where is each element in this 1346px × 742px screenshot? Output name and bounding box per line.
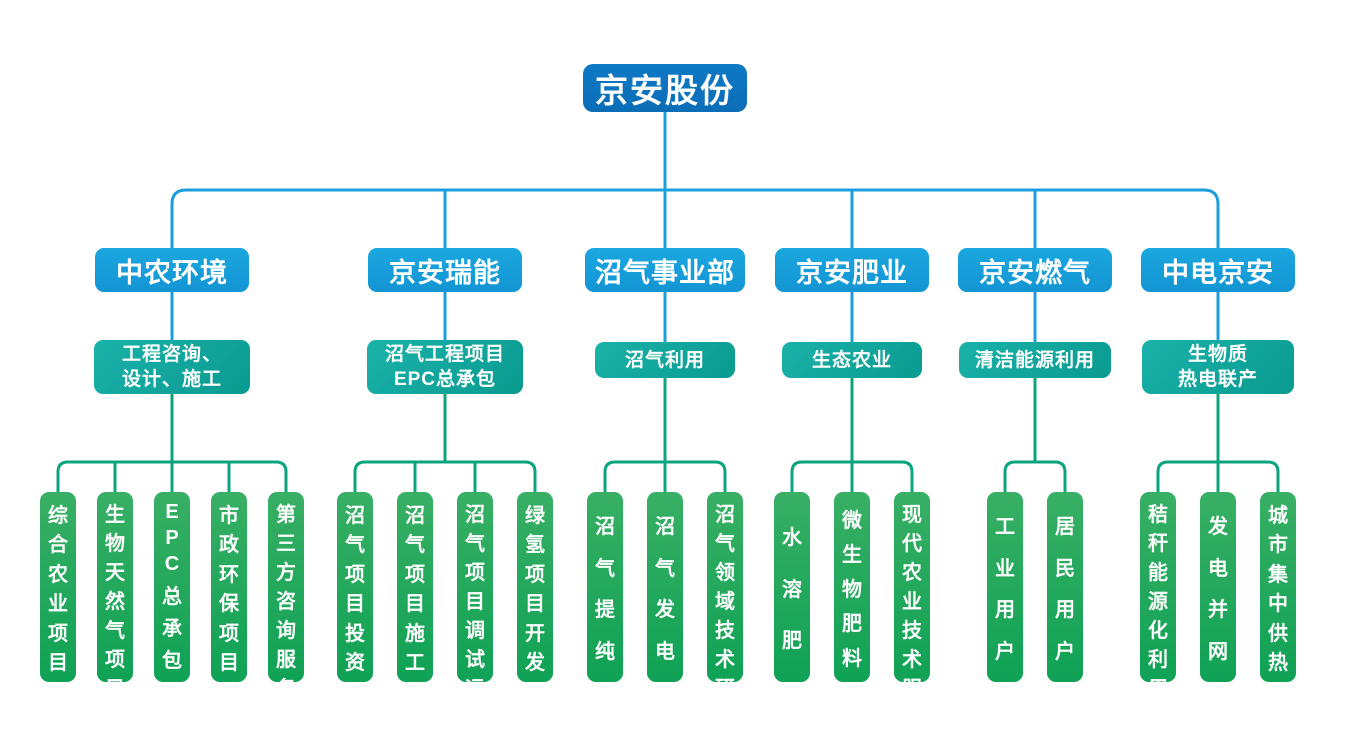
business-box: 市政环保项目 <box>211 492 247 682</box>
business-label: 现代农业技术服务 <box>902 504 922 729</box>
business-box: 沼气提纯 <box>587 492 623 682</box>
business-box: 发电并网 <box>1200 492 1236 682</box>
business-box: 城市集中供热 <box>1260 492 1296 682</box>
division-box-1: 中农环境 <box>95 248 249 292</box>
business-label: 综合农业项目 <box>48 504 68 675</box>
business-box: 第三方咨询服务 <box>268 492 304 700</box>
business-box: 秸秆能源化利用 <box>1140 492 1176 700</box>
business-label: 市政环保项目 <box>219 504 239 675</box>
business-label: 秸秆能源化利用 <box>1148 504 1168 700</box>
scope-box-5: 清洁能源利用 <box>959 342 1111 378</box>
business-box: 居民用户 <box>1047 492 1083 682</box>
business-box: 生物天然气项目 <box>97 492 133 700</box>
business-box: 沼气项目调试运营 <box>457 492 493 729</box>
business-label: 微生物肥料 <box>842 509 862 670</box>
business-label: 沼气项目投资 <box>345 504 365 675</box>
business-label: 第三方咨询服务 <box>276 504 296 700</box>
business-label: 发电并网 <box>1208 516 1228 663</box>
scope-box-2: 沼气工程项目 EPC总承包 <box>367 340 523 394</box>
business-label: 工业用户 <box>995 516 1015 663</box>
scope-box-6: 生物质 热电联产 <box>1142 340 1294 394</box>
business-box: 沼气项目施工 <box>397 492 433 682</box>
division-box-5: 京安燃气 <box>958 248 1112 292</box>
business-box: 微生物肥料 <box>834 492 870 682</box>
connector-top-rail <box>170 188 1220 260</box>
business-label: 绿氢项目开发 <box>525 504 545 675</box>
business-label: 沼气项目调试运营 <box>465 504 485 729</box>
business-label: 沼气领域技术研发 <box>715 504 735 729</box>
scope-box-4: 生态农业 <box>782 342 922 378</box>
business-box: 现代农业技术服务 <box>894 492 930 729</box>
business-box: 沼气领域技术研发 <box>707 492 743 729</box>
division-box-3: 沼气事业部 <box>585 248 745 292</box>
business-box: 综合农业项目 <box>40 492 76 682</box>
business-label: 水溶肥 <box>782 526 802 653</box>
business-box: 沼气发电 <box>647 492 683 682</box>
bracket-group-2 <box>353 460 537 492</box>
scope-box-1: 工程咨询、 设计、施工 <box>94 340 250 394</box>
business-label: 生物天然气项目 <box>105 504 125 700</box>
business-box: 绿氢项目开发 <box>517 492 553 682</box>
business-box: 水溶肥 <box>774 492 810 682</box>
business-label: 沼气发电 <box>655 516 675 663</box>
division-box-6: 中电京安 <box>1141 248 1295 292</box>
root-company-box: 京安股份 <box>583 64 747 112</box>
division-box-2: 京安瑞能 <box>368 248 522 292</box>
business-label: 沼气提纯 <box>595 516 615 663</box>
business-label: 沼气项目施工 <box>405 504 425 675</box>
business-box: 工业用户 <box>987 492 1023 682</box>
division-box-4: 京安肥业 <box>775 248 929 292</box>
scope-box-3: 沼气利用 <box>595 342 735 378</box>
bracket-group-5 <box>1003 460 1067 492</box>
business-label: 居民用户 <box>1055 516 1075 663</box>
business-box: 沼气项目投资 <box>337 492 373 682</box>
business-label: 城市集中供热 <box>1268 504 1288 675</box>
